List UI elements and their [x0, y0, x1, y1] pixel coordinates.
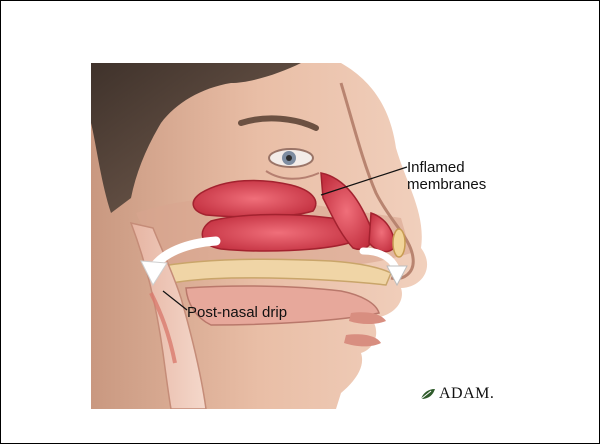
inflamed-membranes-label: Inflamed membranes: [407, 159, 517, 193]
leaf-icon: [419, 387, 437, 401]
logo-text: ADAM.: [439, 385, 494, 403]
nasal-cavity-illustration: [91, 63, 509, 409]
post-nasal-drip-label: Post-nasal drip: [187, 304, 287, 321]
adam-logo: ADAM.: [419, 385, 494, 403]
